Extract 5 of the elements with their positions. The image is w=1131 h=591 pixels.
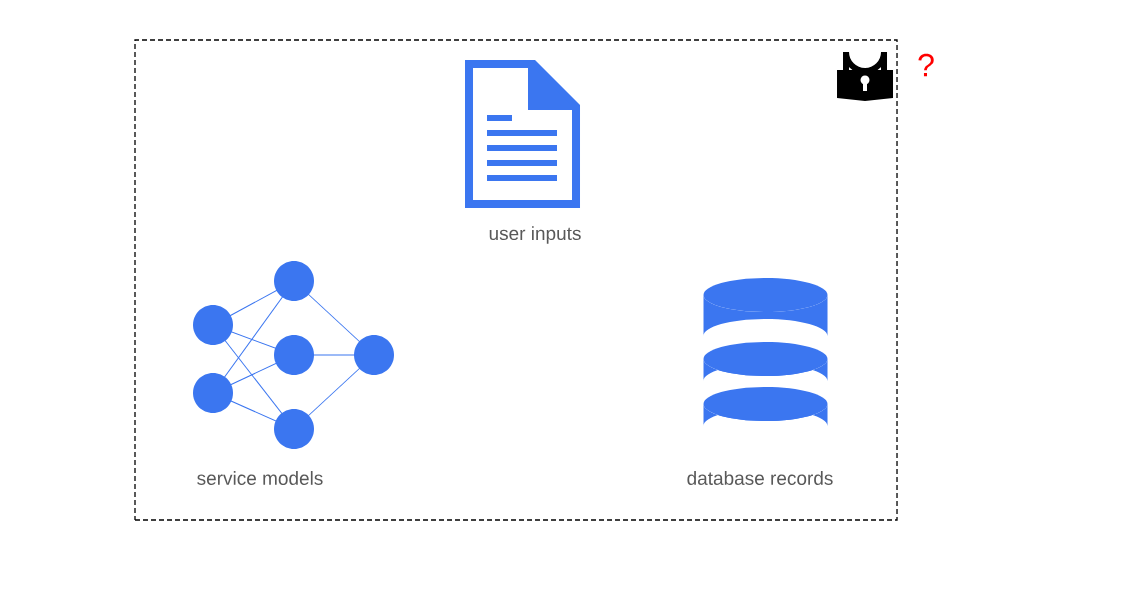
node-label: service models	[197, 471, 323, 485]
dashed-frame	[134, 39, 898, 521]
node-label: user inputs	[489, 226, 581, 244]
node-label: database records	[687, 471, 833, 485]
question-mark: ?	[918, 53, 934, 77]
